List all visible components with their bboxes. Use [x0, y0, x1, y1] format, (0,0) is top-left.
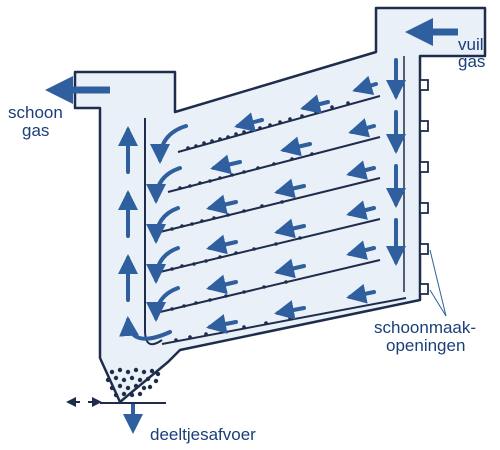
cleaning-opening: [419, 283, 429, 295]
cleaning-label-line1: schoonmaak-: [374, 318, 476, 337]
cleaning-opening: [419, 161, 429, 173]
settling-tray: [159, 218, 381, 273]
gas-flow-arrows: [118, 58, 406, 341]
settling-tray: [159, 177, 381, 233]
cleaning-openings: [419, 79, 429, 295]
cleaning-opening: [419, 243, 429, 255]
cleaning-opening: [419, 202, 429, 214]
outlet-label-line1: schoon: [8, 103, 63, 122]
outlet-label-line2: gas: [22, 121, 49, 140]
settling-tray: [161, 297, 407, 345]
discharge-label: deeltjesafvoer: [150, 425, 256, 444]
inlet-label-line2: gas: [458, 52, 485, 71]
cleaning-opening: [419, 120, 429, 132]
cleaning-openings-leader: [429, 249, 447, 317]
cleaning-opening: [419, 79, 429, 91]
inlet-label-line1: vuil: [458, 35, 484, 54]
cleaning-label-line2: openingen: [386, 336, 465, 355]
hopper-particles: [105, 367, 161, 398]
outlet-channel-wall: [144, 118, 163, 346]
